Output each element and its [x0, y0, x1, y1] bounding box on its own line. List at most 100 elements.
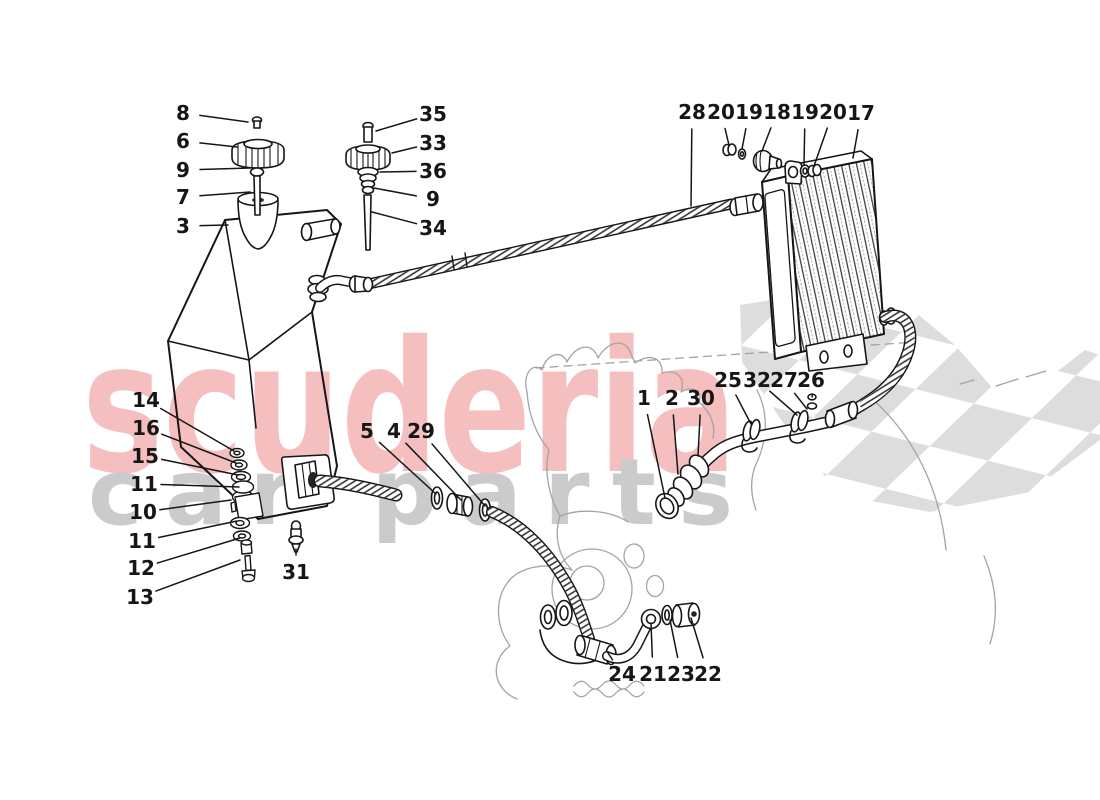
callout-leader-24 [607, 652, 614, 661]
outlet-hex-nut [294, 460, 320, 499]
callout-leader-12 [156, 537, 241, 564]
callout-leader-3 [199, 224, 229, 227]
callout-leader-11 [157, 520, 238, 539]
oil-tank-edges [167, 219, 313, 429]
hose-coupling-facets [584, 638, 601, 662]
callout-leader-32 [769, 390, 798, 416]
callout-label-7: 7 [176, 185, 190, 209]
callout-leader-18 [761, 127, 772, 152]
cap-bolt-shaft [253, 120, 261, 129]
engine-sketch-contour [699, 389, 766, 511]
callout-label-17: 17 [847, 101, 875, 125]
dipstick-rod [363, 194, 372, 251]
callout-leader-4 [405, 442, 462, 501]
line-art [167, 116, 917, 666]
callout-leader-20 [724, 127, 730, 146]
cooler-washer [737, 148, 747, 160]
engine-sketch-boss [623, 543, 645, 569]
dipstick-assembly [345, 121, 391, 251]
outlet-nut-4 [446, 492, 458, 515]
callout-leader-9 [373, 187, 418, 197]
return-hose-braid [859, 311, 915, 409]
plug-31-tip [291, 543, 301, 553]
callout-leader-20 [813, 127, 829, 167]
tank-spout-end [330, 218, 341, 235]
callout-label-4: 4 [387, 419, 401, 443]
outlet-braid [315, 476, 401, 500]
engine-sketch-contour [525, 342, 701, 404]
banjo-washer-hole [663, 609, 670, 621]
dipstick-washer [361, 185, 375, 195]
callout-label-30: 30 [687, 386, 715, 410]
callout-label-31: 31 [282, 560, 310, 584]
callout-leader-21 [650, 622, 654, 658]
callout-leader-29 [431, 443, 486, 507]
callout-leader-33 [391, 146, 418, 154]
engine-boss-ring [539, 604, 557, 630]
callout-label-3: 3 [176, 214, 190, 238]
callout-label-26: 26 [797, 368, 825, 392]
banjo-eye-hole [645, 613, 657, 625]
callout-leader-23 [669, 619, 679, 659]
brand-watermark-text: scuderia [82, 302, 737, 514]
stack-elbow-nub [230, 501, 237, 513]
engine-sketch-contour [526, 391, 573, 571]
hose-clamp [749, 418, 761, 441]
callout-label-6: 6 [176, 129, 190, 153]
callout-leader-19 [741, 127, 747, 150]
callout-label-36: 36 [419, 159, 447, 183]
cooler-bracket-hole [819, 350, 829, 364]
brand-watermark: scuderia car parts [82, 302, 737, 546]
engine-boss-ring [555, 599, 573, 627]
callout-label-23: 23 [667, 662, 695, 686]
cap-stem [253, 175, 261, 216]
callout-label-11: 11 [130, 472, 158, 496]
stack-washer [229, 516, 251, 530]
hose-run-braid [360, 200, 735, 289]
supply-hose [307, 193, 764, 303]
engine-sketch-dashes [959, 370, 1047, 387]
callout-label-22: 22 [694, 662, 722, 686]
outlet-nut-4 [462, 496, 474, 517]
callout-label-16: 16 [132, 416, 160, 440]
hose-clamp-foot [741, 439, 758, 453]
return-hose-coupling [824, 409, 836, 429]
hose-coupling-collar [574, 634, 586, 656]
outlet-washer-hole [433, 491, 441, 505]
callout-label-27: 27 [770, 368, 798, 392]
callout-label-35: 35 [419, 102, 447, 126]
tagline-watermark-text: car parts [88, 439, 733, 546]
hose-clamp [797, 409, 809, 432]
engine-boss-ring-hole [543, 609, 553, 625]
banjo-bolt-22 [671, 604, 683, 628]
cooler-top-bracket [784, 160, 803, 185]
callout-label-29: 29 [407, 419, 435, 443]
callout-leader-16 [161, 433, 237, 464]
oil-cooler [722, 143, 885, 372]
temp-sensor-ribs [755, 150, 762, 172]
callout-label-18: 18 [763, 100, 791, 124]
callout-label-13: 13 [126, 585, 154, 609]
engine-sketch-chain [573, 680, 645, 698]
callout-label-34: 34 [419, 216, 447, 240]
callout-label-19: 19 [791, 100, 819, 124]
tank-outlet-hose [280, 454, 701, 666]
dipstick-bolt-shaft [363, 126, 373, 143]
banjo-elbow-fill [603, 620, 652, 663]
stack-bolt-head [241, 573, 256, 583]
stack-spacer-top [240, 539, 253, 546]
callout-label-8: 8 [176, 101, 190, 125]
stack-bolt-shaft [244, 554, 252, 572]
hose-hex-facet [745, 195, 749, 214]
callout-label-20: 20 [819, 100, 847, 124]
callout-leader-30 [697, 414, 701, 457]
callout-leader-5 [378, 441, 437, 495]
cooler-core [787, 158, 885, 353]
engine-sketch-contour [868, 395, 997, 645]
filler-cap-top [243, 138, 273, 150]
engine-sketch-contour [495, 510, 629, 700]
callout-leader-28 [690, 128, 693, 207]
callout-label-24: 24 [608, 662, 636, 686]
